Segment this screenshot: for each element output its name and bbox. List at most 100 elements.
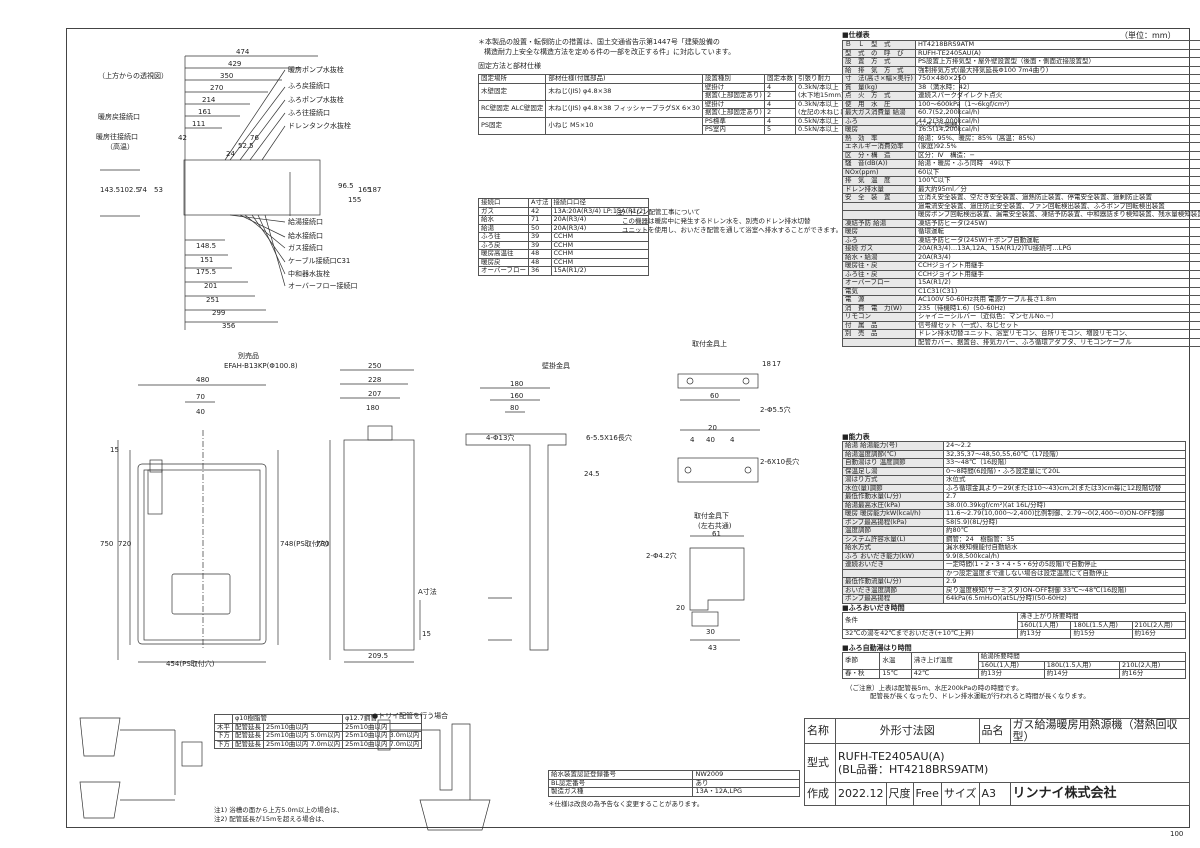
yuhari-table: 季節 水温 沸き上げ温度 給湯所要時間 160L(1人用) 180L(1.5人用… xyxy=(841,652,1187,679)
spec-key: 寸 法(高さ×幅×奥行) xyxy=(842,74,916,84)
spec-key: 点 火 方 式 xyxy=(842,91,916,101)
spec-key: リモコン xyxy=(842,312,916,322)
bracket-label: 60 xyxy=(710,392,719,400)
bracket-label: 24.5 xyxy=(584,470,600,478)
top-note-2: 構造耐力上安全な構造方法を定める件の一部を改正する件」に対応しています。 xyxy=(484,48,736,56)
oidaki-table: 条件 沸き上がり所要時間 160L(1人用) 180L(1.5人用) 210L(… xyxy=(842,612,1187,639)
table-row: 区 分・構 造区分：Ⅳ 構造：− xyxy=(842,150,1200,160)
bracket-label: 18 xyxy=(762,360,771,368)
dim-label: 251 xyxy=(206,296,220,304)
top-view-label: ドレンタンク水抜栓 xyxy=(288,122,351,130)
spec-key: 最大ガス消費量 給湯 xyxy=(842,108,916,118)
bracket-label: 壁掛金具 xyxy=(542,362,570,370)
top-view-label: 暖房戻接続口 xyxy=(98,113,140,121)
dim-label: 214 xyxy=(202,96,216,104)
spec-key: 接続 ガス xyxy=(842,244,916,254)
table-row: エネルギー消費効率(家庭)92.5% xyxy=(842,142,1200,152)
spec-key: 給湯 給湯能力(号) xyxy=(842,441,944,451)
bracket-label: 取付金具下 xyxy=(694,512,729,520)
spec-value: ドレン排水切替ユニット、浴室リモコン、台所リモコン、増設リモコン、 xyxy=(914,329,1200,339)
spec-value: 24〜2.2 xyxy=(943,441,1186,451)
spec-key: 騒 音(dB(A)) xyxy=(842,159,916,169)
table-row: NOx(ppm)60以下 xyxy=(842,167,1200,177)
spec-value: 給湯・暖房・ふろ同時 49以下 xyxy=(914,159,1200,169)
dim-label: 111 xyxy=(192,120,206,128)
dim-label: 299 xyxy=(212,309,226,317)
top-view-label: 給水接続口 xyxy=(288,232,323,240)
bracket-label: 20 xyxy=(676,604,685,612)
dim-label: 187 xyxy=(368,186,382,194)
drain-note-3: ユニットを使用し、おいだき配管を通して浴室へ排水することができます。 xyxy=(622,226,843,234)
model-value: RUFH-TE2405AU(A) xyxy=(838,750,945,763)
spec-key: 暖房 xyxy=(842,227,916,237)
bracket-label: 160 xyxy=(510,392,524,400)
spec-value: 15A(R1/2) xyxy=(914,278,1200,288)
dim-label: 151 xyxy=(200,256,214,264)
bracket-label: 4 xyxy=(730,436,735,444)
side-label: 15 xyxy=(422,630,431,638)
bracket-label: 180 xyxy=(510,380,524,388)
spec-value: 循環運転 xyxy=(914,227,1200,237)
spec-value: 約80℃ xyxy=(943,526,1186,536)
spec-key: 最低作動流量(L/分) xyxy=(842,577,944,587)
spec-value: 立消え安全装置、空だき安全装置、過熱防止装置、停電安全装置、過剰防止装置 xyxy=(914,193,1200,203)
dim-label: 270 xyxy=(210,84,224,92)
spec-value: ふろ循環金具より−29(または10〜43)cm,2(または3)cm毎に12段階切… xyxy=(943,483,1186,493)
dim-label: 143.5 xyxy=(100,186,121,194)
fixing-header: 固定場所 xyxy=(477,74,547,84)
top-view-label: （上方からの透視図） xyxy=(98,72,168,80)
spec-title: ■仕様表 xyxy=(842,31,870,39)
dim-label: 102.5 xyxy=(120,186,141,194)
spec-value: 100℃以下 xyxy=(914,176,1200,186)
yuhari-note-1: （ご注意）上表は配管長5m、水圧200kPaの時の時間です。 xyxy=(846,684,1023,692)
side-label: 228 xyxy=(368,376,382,384)
spec-value: 配管カバー、据置台、排気カバー、ふろ循環アダプタ、リモコンケーブル xyxy=(914,337,1200,347)
spec-key: 設 置 方 式 xyxy=(842,57,916,67)
spec-key: エネルギー消費効率 xyxy=(842,142,916,152)
table-row: 連続おいだき一定時間(1・2・3・4・5・6分の5段階)で自動停止 xyxy=(842,560,1186,570)
spec-value: CCHジョイント用継手 xyxy=(914,261,1200,271)
spec-key: 別 売 品 xyxy=(842,329,916,339)
dim-label: 148.5 xyxy=(196,242,217,250)
yuhari-note-2: 配管長が長くなったり、ドレン排水運転が行われると時間が長くなります。 xyxy=(870,692,1090,700)
spec-value: 750×480×250 xyxy=(914,74,1200,84)
dim-label: 165 xyxy=(358,186,372,194)
capacity-title: ■能力表 xyxy=(842,433,870,441)
front-label: 454(PS取付穴) xyxy=(166,660,215,668)
dim-label: 24 xyxy=(226,150,235,158)
bracket-label: 6-5.5X16長穴 xyxy=(586,434,632,442)
spec-value: 58(5.9)(8L/分時) xyxy=(943,517,1186,527)
table-row: ポンプ最高揚程(kPa)58(5.9)(8L/分時) xyxy=(842,517,1186,527)
table-row: 寸 法(高さ×幅×奥行)750×480×250 xyxy=(842,74,1200,84)
spec-value: かつ設定温度まで達しない場合は設定温度にて自動停止 xyxy=(943,568,1186,578)
spec-value: (家庭)92.5% xyxy=(914,142,1200,152)
dim-label: 201 xyxy=(204,282,218,290)
table-row: 暖房循環運転 xyxy=(842,227,1200,237)
front-label: 480 xyxy=(196,376,210,384)
dim-label: 350 xyxy=(220,72,234,80)
side-label: 180 xyxy=(366,404,380,412)
top-view-label: （高温） xyxy=(106,143,134,151)
spec-value: HT4218BRS9ATM xyxy=(914,40,1200,50)
top-view-label: オーバーフロー接続口 xyxy=(288,282,358,290)
table-row: 湯はり方式水位式 xyxy=(842,475,1186,485)
table-row: 32℃の湯を42℃までおいだき(+10℃上昇) 約13分 約15分 約16分 xyxy=(842,629,1187,639)
spec-value: PS設置上方排気型・屋外壁設置型（後面・側面近接設置型） xyxy=(914,57,1200,67)
dim-label: 96.5 xyxy=(338,182,354,190)
spec-value: 水位式 xyxy=(943,475,1186,485)
front-label: 40 xyxy=(196,408,205,416)
dim-label: 356 xyxy=(222,322,236,330)
bracket-label: 2-6X10長穴 xyxy=(760,458,800,466)
top-view-label: ふろ往接続口 xyxy=(288,109,330,117)
bracket-label: 40 xyxy=(706,436,715,444)
model-bl-number: (BL品番：HT4218BRS9ATM) xyxy=(838,763,989,776)
fixing-header: 部材仕様(付属部品) xyxy=(545,74,703,84)
